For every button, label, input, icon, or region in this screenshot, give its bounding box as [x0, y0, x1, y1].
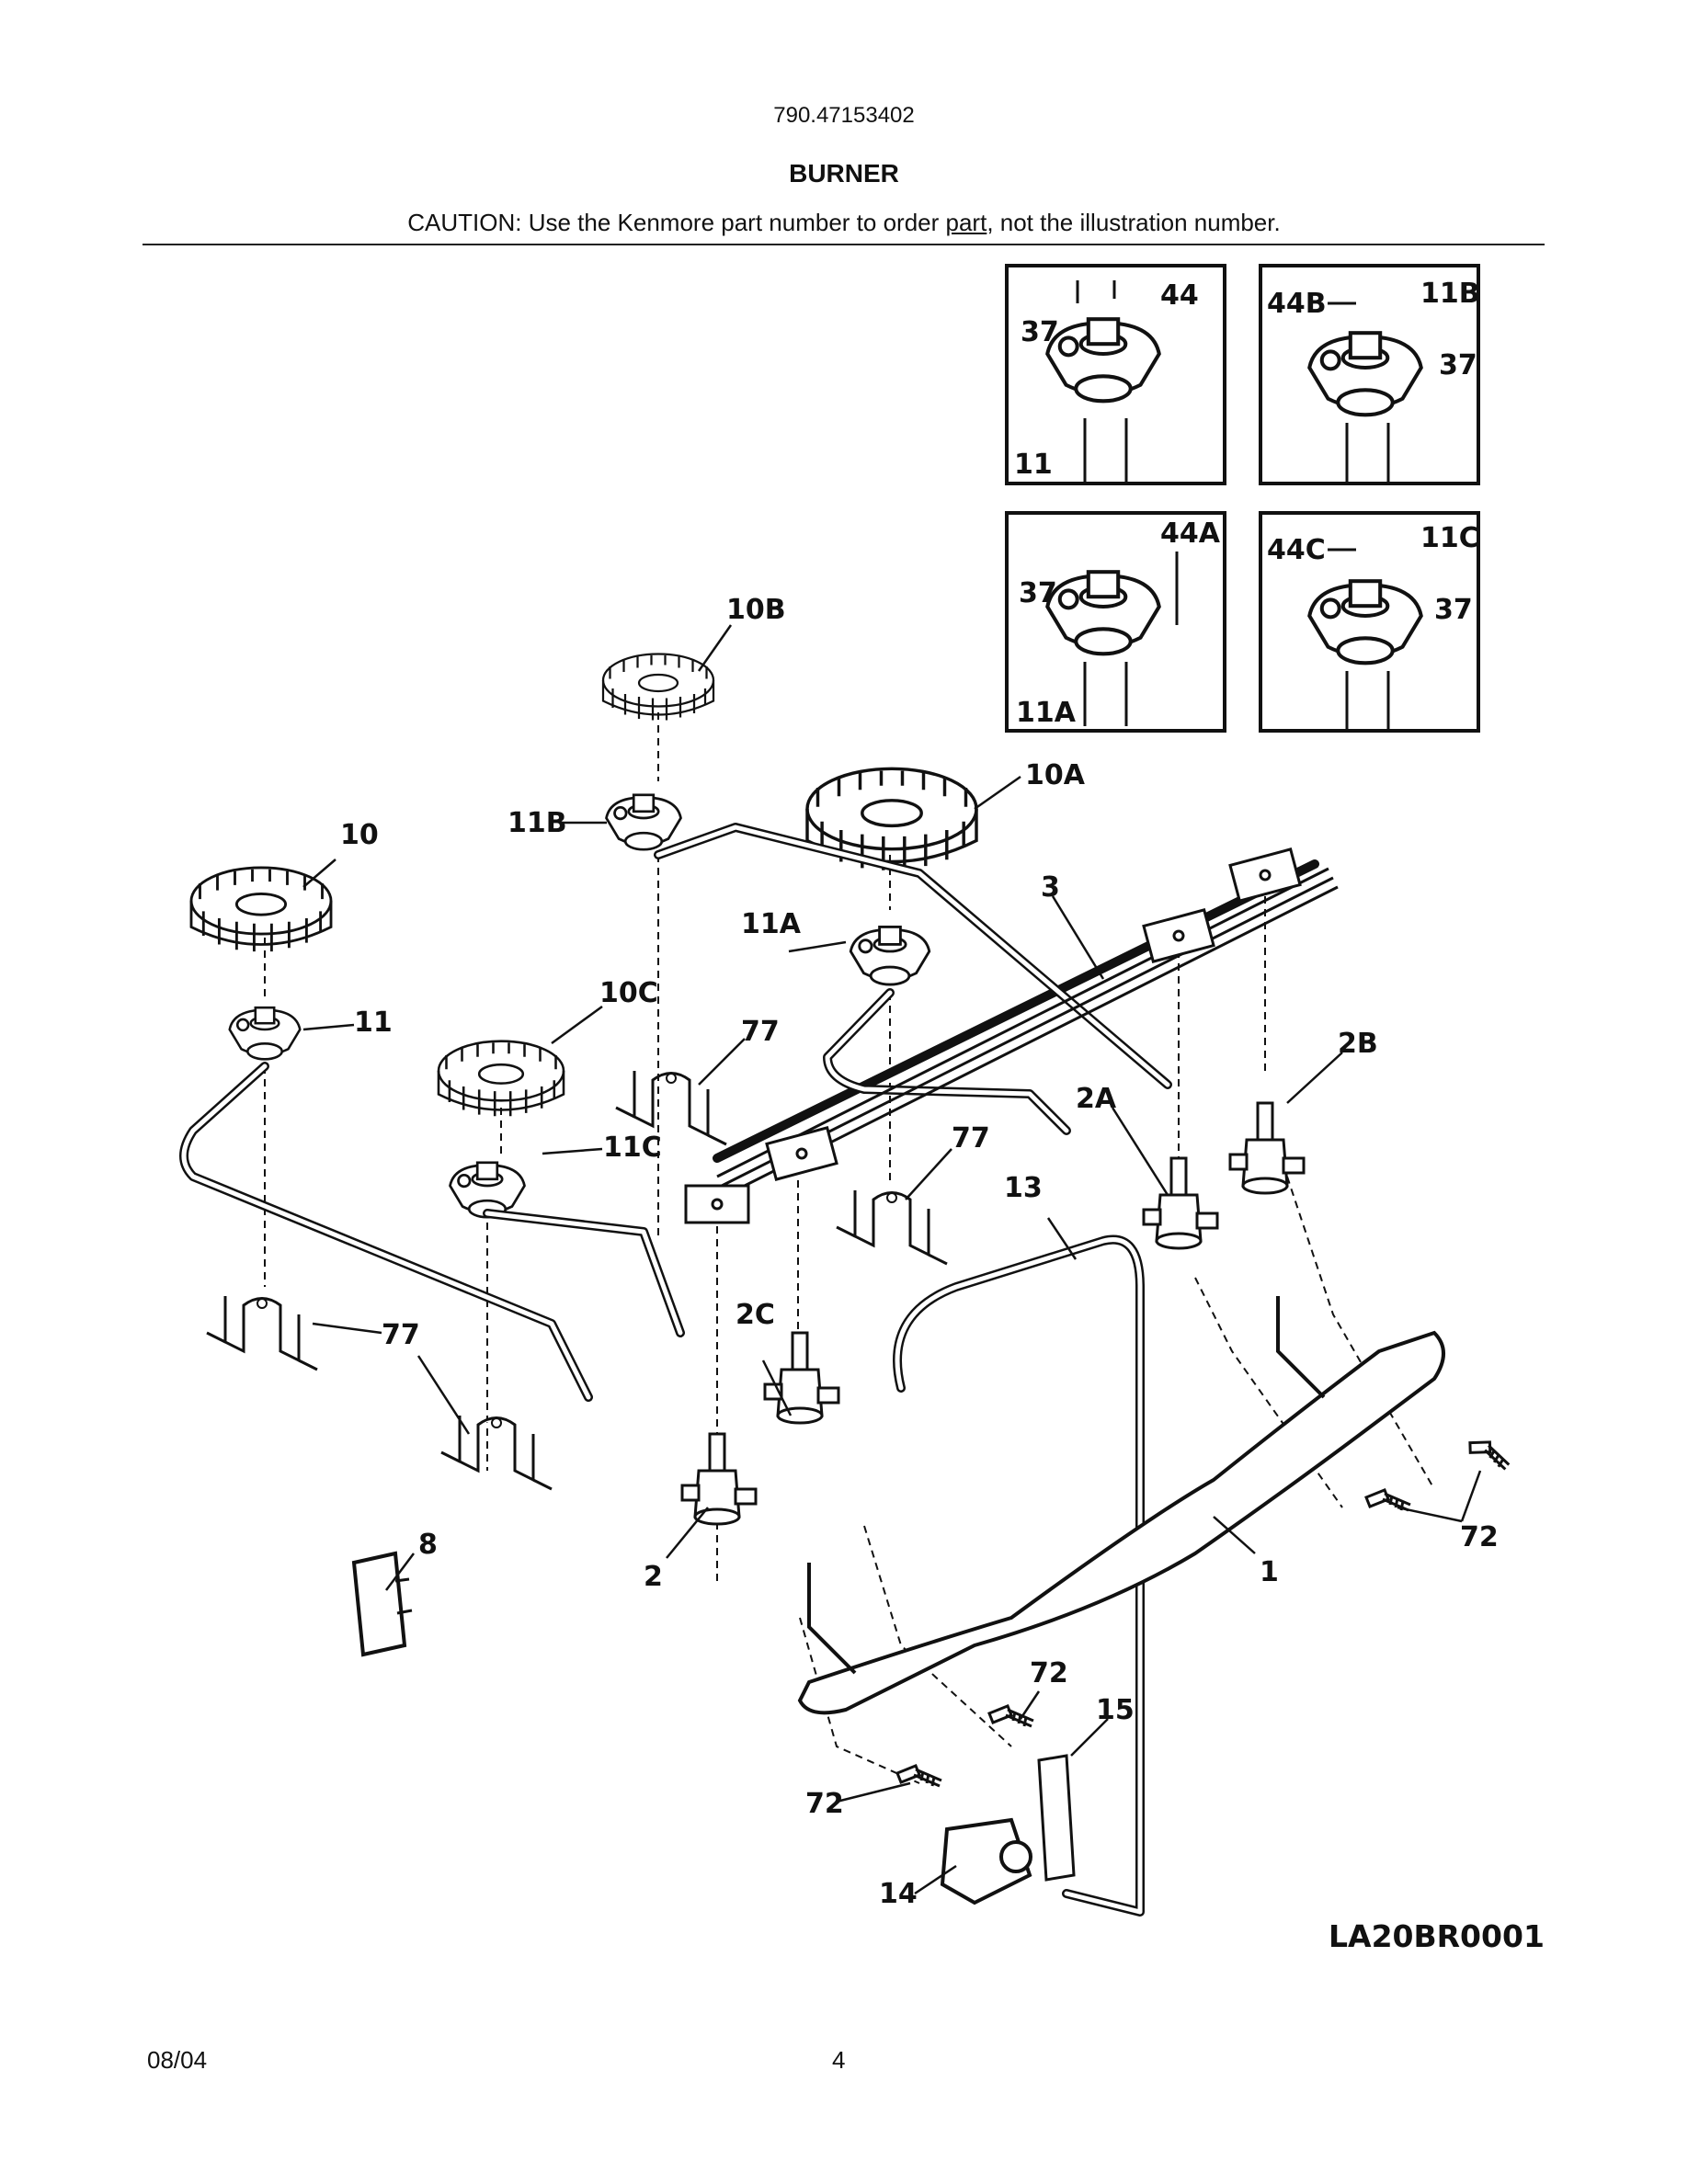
inset-label: 44B: [1267, 288, 1327, 320]
caution-note: CAUTION: Use the Kenmore part number to …: [0, 209, 1688, 237]
inset-label: 37: [1021, 316, 1059, 348]
callout-1: 1: [1260, 1556, 1279, 1588]
callout-15: 15: [1096, 1694, 1135, 1726]
inset-burner-11c: 44C 11C 37: [1259, 511, 1480, 733]
inset-label: 44C: [1267, 534, 1326, 566]
inset-burner-11: 44 37 11: [1005, 264, 1226, 485]
callout-10b: 10B: [726, 594, 786, 626]
model-number: 790.47153402: [773, 103, 915, 128]
callout-72: 72: [1030, 1657, 1068, 1689]
callout-2c: 2C: [736, 1299, 775, 1331]
callout-10a: 10A: [1025, 759, 1086, 791]
callout-10: 10: [340, 819, 379, 851]
footer-page-number: 4: [832, 2046, 846, 2074]
caution-prefix: CAUTION: Use the Kenmore part number to …: [407, 209, 946, 236]
caution-link[interactable]: part: [945, 209, 987, 236]
callout-3: 3: [1041, 871, 1060, 904]
page-title: BURNER: [789, 159, 899, 188]
callout-77: 77: [382, 1319, 420, 1351]
callout-77-secondary: 77: [382, 1319, 420, 1351]
header-divider: [143, 244, 1545, 245]
callout-77: 77: [952, 1122, 990, 1155]
callout-2a: 2A: [1076, 1083, 1117, 1115]
callout-2: 2: [644, 1561, 663, 1593]
callout-77: 77: [741, 1016, 780, 1048]
callout-11a: 11A: [741, 908, 802, 940]
inset-label: 44: [1160, 279, 1199, 312]
inset-burner-11b: 44B 11B 37: [1259, 264, 1480, 485]
callout-11b: 11B: [508, 807, 567, 839]
callout-2b: 2B: [1338, 1028, 1378, 1060]
inset-label: 11C: [1420, 522, 1479, 554]
callout-13: 13: [1004, 1172, 1043, 1204]
inset-label: 11A: [1016, 697, 1077, 729]
footer-date: 08/04: [147, 2046, 208, 2074]
inset-label: 11: [1014, 449, 1053, 481]
callout-11c: 11C: [603, 1132, 662, 1164]
caution-suffix: , not the illustration number.: [987, 209, 1281, 236]
callout-11: 11: [354, 1007, 393, 1039]
callout-8: 8: [418, 1529, 438, 1561]
inset-label: 37: [1439, 349, 1477, 381]
inset-burner-11a: 44A 37 11A: [1005, 511, 1226, 733]
callout-10c: 10C: [599, 977, 658, 1009]
inset-label: 11B: [1420, 278, 1480, 310]
inset-label: 44A: [1160, 518, 1221, 550]
inset-label: 37: [1434, 594, 1473, 626]
callout-72: 72: [1460, 1521, 1499, 1553]
inset-label: 37: [1019, 577, 1057, 609]
callout-72: 72: [805, 1788, 844, 1820]
callout-14: 14: [879, 1878, 918, 1910]
illustration-code: LA20BR0001: [1329, 1918, 1545, 1954]
